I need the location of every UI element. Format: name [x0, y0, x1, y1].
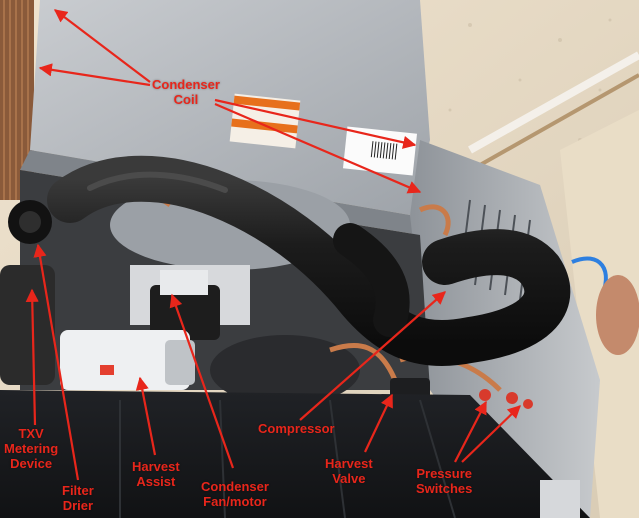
arrow-condenser-coil-3 [214, 98, 417, 149]
arrow-harvest-valve [364, 393, 393, 453]
label-line: Switches [416, 481, 473, 496]
harvest-assist-body [60, 330, 190, 390]
harvest-assist-connector [100, 365, 114, 375]
serial-label [342, 126, 418, 176]
warning-label-band [233, 95, 301, 111]
label-line: Fan/motor [203, 494, 267, 509]
label-harvest-valve: Harvest Valve [325, 456, 373, 486]
label-line: Condenser [201, 479, 269, 494]
compressor-body [210, 335, 360, 405]
bracket-lower-right [540, 480, 580, 518]
arrow-condenser-coil-4 [214, 102, 422, 194]
harvest-assist-end [165, 340, 195, 385]
label-txv-metering-device: TXV Metering Device [4, 426, 58, 471]
label-pressure-switches: Pressure Switches [416, 466, 472, 496]
pressure-switch-assembly [479, 389, 533, 409]
txv-insulation [0, 265, 55, 385]
arrow-condenser-fan-motor [169, 293, 235, 469]
filter-drier-cap [19, 211, 41, 233]
tray-ridges [119, 399, 456, 518]
label-line: Device [10, 456, 53, 471]
label-line: Harvest [132, 459, 180, 474]
label-condenser-coil: Condenser Coil [152, 77, 220, 107]
technician-hand [596, 275, 639, 355]
label-line: Assist [136, 474, 176, 489]
annotation-arrows [25, 9, 521, 481]
label-harvest-assist: Harvest Assist [132, 459, 180, 489]
arrow-txv [25, 288, 39, 426]
fan-motor-label [160, 270, 208, 295]
arrow-harvest-assist [135, 376, 157, 456]
ceiling-conduit [468, 51, 639, 154]
fan-motor [150, 285, 220, 340]
label-line: Coil [173, 92, 199, 107]
arrow-condenser-coil-1 [53, 9, 151, 83]
label-condenser-fan-motor: Condenser Fan/motor [201, 479, 269, 509]
label-line: Filter [62, 483, 94, 498]
label-line: Valve [332, 471, 366, 486]
arrow-compressor [299, 291, 446, 421]
arrow-filter-drier [33, 243, 80, 481]
label-line: Compressor [258, 421, 335, 436]
label-line: Drier [62, 498, 94, 513]
suction-line-highlight [87, 171, 228, 193]
ceiling-molding [479, 73, 639, 167]
label-line: Harvest [325, 456, 373, 471]
label-compressor: Compressor [258, 421, 335, 436]
label-line: Condenser [152, 77, 220, 92]
arrow-pressure-switch-1 [454, 400, 487, 463]
arrow-condenser-coil-2 [38, 63, 151, 87]
label-filter-drier: Filter Drier [62, 483, 94, 513]
label-line: Pressure [416, 466, 472, 481]
barcode [370, 141, 398, 160]
label-line: Metering [4, 441, 59, 456]
arrow-pressure-switch-2 [461, 405, 521, 463]
discharge-line-insulation [333, 223, 410, 337]
label-line: TXV [18, 426, 44, 441]
